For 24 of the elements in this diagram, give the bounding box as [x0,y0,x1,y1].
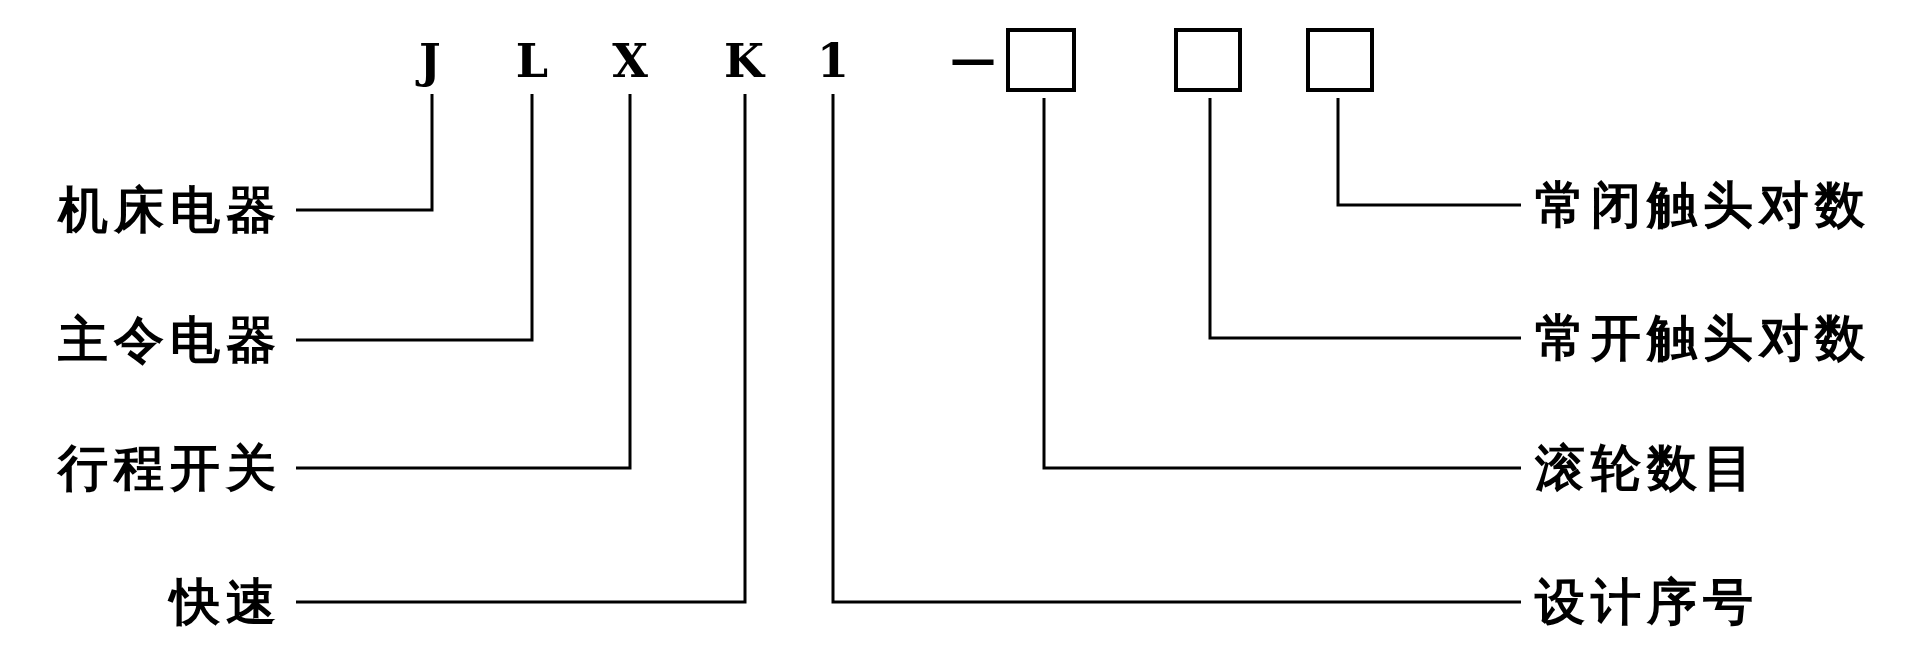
leader-line [296,94,434,212]
dash: — [950,36,996,82]
code-letter: L [510,38,554,88]
designation-label: 主令电器 [58,315,282,365]
code-letter: X [606,38,654,88]
designation-label: 常闭触头对数 [1535,180,1871,230]
code-placeholder-box [1306,28,1374,92]
leader-line [1336,98,1521,207]
leader-line [1208,98,1521,340]
designation-label: 机床电器 [58,185,282,235]
leader-line [296,94,747,604]
designation-label: 常开触头对数 [1535,313,1871,363]
leader-line [296,94,534,342]
designation-label: 滚轮数目 [1535,443,1759,493]
code-letter: 1 [815,38,851,88]
code-letter: J [410,38,450,88]
code-letter: K [720,38,768,88]
designation-label: 设计序号 [1535,577,1759,627]
code-placeholder-box [1174,28,1242,92]
leader-line [831,94,1521,604]
leader-line [296,94,632,470]
leader-line [1042,98,1521,470]
designation-label: 行程开关 [58,443,282,493]
code-placeholder-box [1006,28,1076,92]
